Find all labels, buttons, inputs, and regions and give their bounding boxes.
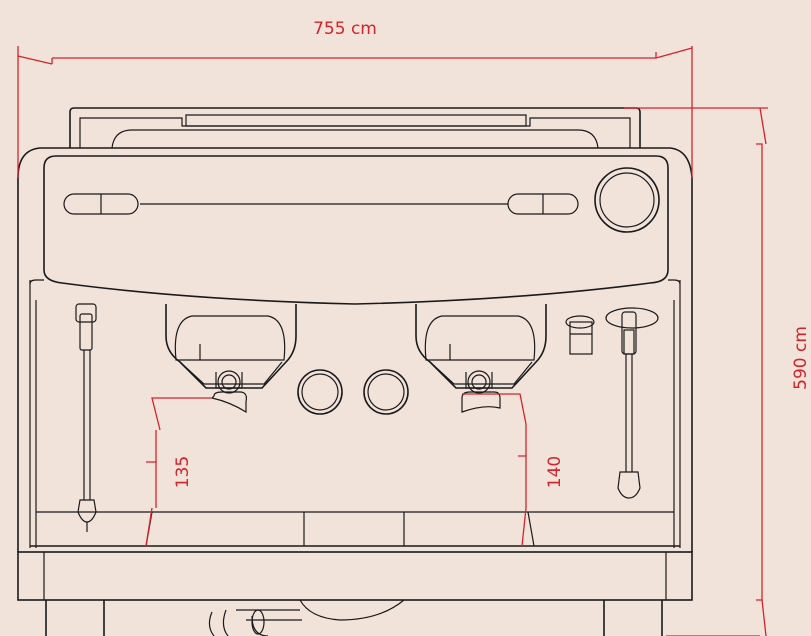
drain-pipe: [208, 599, 405, 636]
height-dimension-line: [624, 107, 768, 636]
machine-outline: [17, 107, 693, 636]
machine-feet: [45, 600, 663, 636]
right-group-head: [415, 304, 547, 413]
knob-right-inner: [367, 373, 405, 411]
pressure-gauge: [594, 167, 660, 233]
knob-left-inner: [301, 373, 339, 411]
cup-rail-bar: [185, 114, 527, 127]
body-inner-sides: [29, 280, 681, 548]
cup-rail-inner: [79, 117, 631, 148]
pressure-gauge-inner: [599, 172, 655, 228]
left-group-head: [165, 304, 297, 414]
left-clearance-label: 135: [173, 456, 193, 488]
knob-left: [297, 369, 343, 415]
left-steam-wand: [75, 303, 97, 532]
upper-body: [17, 147, 693, 179]
machine-base: [17, 551, 693, 636]
dimension-annotations: 755 cm 590 cm 135 140: [17, 19, 811, 636]
height-label: 590 cm: [791, 326, 811, 390]
control-panel: [43, 155, 669, 305]
drip-tray: [30, 511, 680, 547]
width-label: 755 cm: [313, 19, 377, 39]
width-dimension-line: [17, 46, 693, 178]
cup-tray-curve: [111, 129, 599, 149]
knob-right: [363, 369, 409, 415]
right-clearance-label: 140: [545, 456, 565, 488]
left-clearance-line: [145, 397, 212, 547]
right-clearance-line: [462, 393, 527, 547]
right-steam-wand: [605, 307, 659, 499]
cup-rail-outer: [69, 107, 641, 148]
body-shoulders: [29, 279, 681, 285]
hot-water-tap: [565, 315, 595, 355]
body-sides: [17, 178, 693, 552]
